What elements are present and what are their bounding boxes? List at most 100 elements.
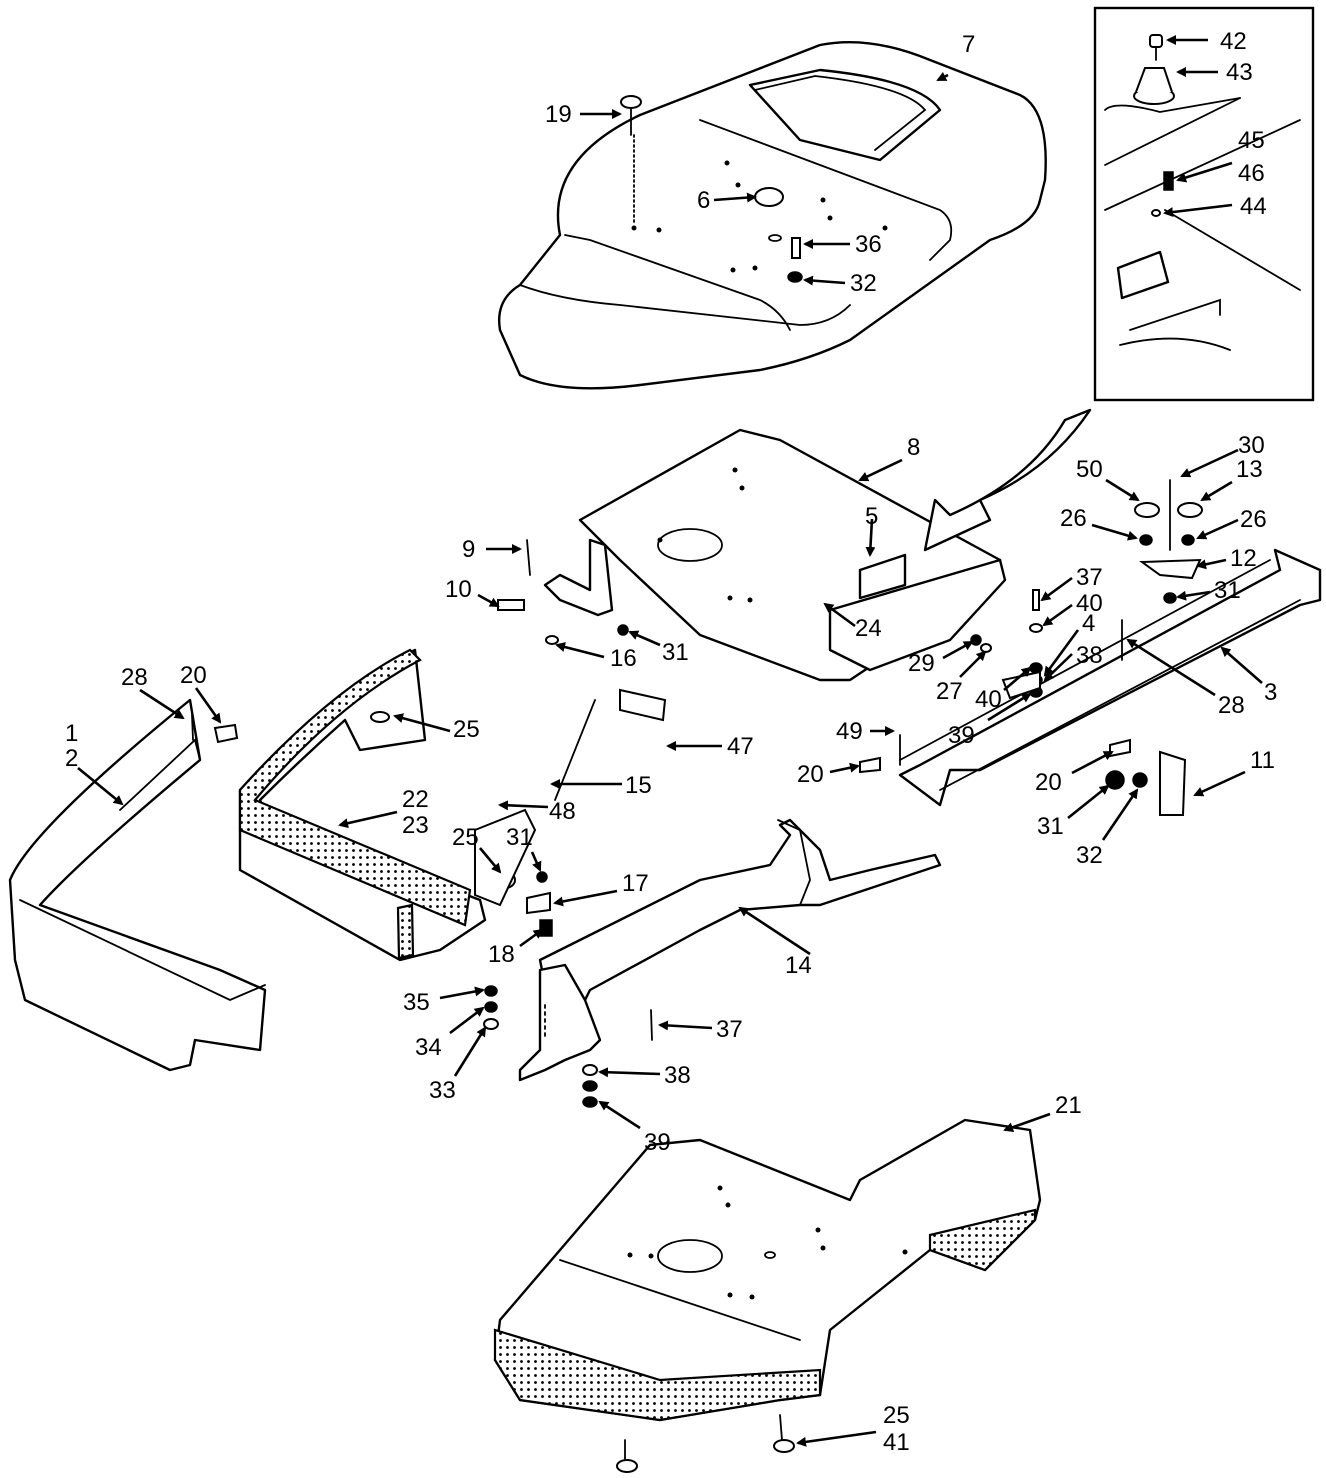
leader-37-right xyxy=(1040,576,1073,602)
callout-22: 22 xyxy=(402,786,429,813)
seat-base-plate xyxy=(543,428,1007,682)
detail-pointer-arrow xyxy=(923,408,1092,552)
callout-1: 1 xyxy=(65,720,78,747)
main-frame xyxy=(518,818,942,1082)
leader-50 xyxy=(1105,478,1140,502)
callout-40-bottom: 40 xyxy=(975,686,1002,713)
leader-44 xyxy=(1163,203,1233,218)
leader-14 xyxy=(738,906,811,956)
callout-25-mid: 25 xyxy=(452,824,479,851)
callout-3: 3 xyxy=(1264,679,1277,706)
callout-31-mid: 31 xyxy=(506,824,533,851)
callout-32-top: 32 xyxy=(850,270,877,297)
callout-47: 47 xyxy=(727,733,754,760)
callout-42: 42 xyxy=(1220,28,1247,55)
callout-25-left: 25 xyxy=(453,716,480,743)
callout-6: 6 xyxy=(697,187,710,214)
leader-31-mid xyxy=(530,851,542,872)
leader-40-top xyxy=(1042,603,1073,627)
leader-25-left xyxy=(393,713,451,733)
leader-46 xyxy=(1176,161,1233,183)
leader-34 xyxy=(449,1006,485,1035)
leader-31-bottom xyxy=(1067,784,1110,820)
leader-18 xyxy=(519,928,544,948)
leader-24 xyxy=(823,602,856,628)
callout-28-left: 28 xyxy=(121,664,148,691)
leader-16 xyxy=(555,642,605,659)
callout-14: 14 xyxy=(785,952,812,979)
callout-38-right: 38 xyxy=(1076,642,1103,669)
callout-7: 7 xyxy=(962,31,975,58)
leader-20-mid xyxy=(829,762,860,774)
callout-2: 2 xyxy=(65,745,78,772)
left-side-rail xyxy=(8,698,267,1072)
callout-12: 12 xyxy=(1230,545,1257,572)
leader-28-left xyxy=(139,688,185,720)
leader-29 xyxy=(942,640,974,660)
callout-32-bottom: 32 xyxy=(1076,842,1103,869)
leader-30 xyxy=(1180,448,1239,478)
leader-1-2 xyxy=(77,766,124,806)
callout-29: 29 xyxy=(908,650,935,677)
leader-33 xyxy=(453,1026,487,1077)
leader-21 xyxy=(1003,1112,1051,1133)
seat-pan xyxy=(498,40,1047,390)
leader-8 xyxy=(858,458,903,482)
leader-7 xyxy=(936,71,949,82)
side-panel xyxy=(238,648,487,962)
leader-38-right xyxy=(1043,653,1073,682)
callout-27: 27 xyxy=(936,678,963,705)
callout-44: 44 xyxy=(1240,193,1267,220)
callout-38-bottom: 38 xyxy=(664,1062,691,1089)
callout-48: 48 xyxy=(549,798,576,825)
callout-31-right: 31 xyxy=(1214,577,1241,604)
leader-39-bottom xyxy=(598,1100,641,1130)
leader-6 xyxy=(713,192,757,203)
inset-detail-box xyxy=(1093,6,1315,402)
callout-28-right: 28 xyxy=(1218,692,1245,719)
callout-39-right: 39 xyxy=(948,722,975,749)
callout-15: 15 xyxy=(625,772,652,799)
leader-5 xyxy=(865,518,876,557)
callout-30: 30 xyxy=(1238,432,1265,459)
callout-10: 10 xyxy=(445,576,472,603)
leader-22-23 xyxy=(338,810,398,829)
callout-24: 24 xyxy=(855,615,882,642)
callout-34: 34 xyxy=(415,1034,442,1061)
callout-9: 9 xyxy=(462,536,475,563)
callout-17: 17 xyxy=(622,870,649,897)
callouts: 7 19 6 36 32 42 43 45 46 44 8 30 50 13 2… xyxy=(65,28,1277,1456)
callout-5: 5 xyxy=(865,503,878,530)
leader-25-41 xyxy=(796,1430,877,1447)
callout-49: 49 xyxy=(836,718,863,745)
front-floor-pan xyxy=(493,1118,1042,1422)
callout-36: 36 xyxy=(855,231,882,258)
callout-46: 46 xyxy=(1238,160,1265,187)
callout-19: 19 xyxy=(545,101,572,128)
callout-35: 35 xyxy=(403,989,430,1016)
leader-37-bottom xyxy=(658,1020,713,1031)
leader-31-frame xyxy=(628,630,661,647)
leader-11 xyxy=(1193,770,1246,797)
callout-43: 43 xyxy=(1226,59,1253,86)
callout-20-left: 20 xyxy=(180,662,207,689)
callout-8: 8 xyxy=(907,434,920,461)
leader-39-right xyxy=(987,692,1032,722)
callout-21: 21 xyxy=(1055,1092,1082,1119)
callout-26-left: 26 xyxy=(1060,505,1087,532)
callout-40-top: 40 xyxy=(1076,590,1103,617)
callout-23: 23 xyxy=(402,812,429,839)
leader-48 xyxy=(498,800,549,811)
leader-31-right xyxy=(1176,590,1211,601)
callout-26-right: 26 xyxy=(1240,506,1267,533)
callout-31-frame: 31 xyxy=(662,639,689,666)
leader-25-mid xyxy=(479,847,502,874)
leader-3 xyxy=(1220,646,1263,684)
leader-10 xyxy=(477,593,500,608)
callout-37-bottom: 37 xyxy=(716,1016,743,1043)
fasteners xyxy=(191,95,1203,1473)
callout-13: 13 xyxy=(1236,456,1263,483)
leader-26-right xyxy=(1196,518,1239,540)
leader-35 xyxy=(439,986,485,1000)
